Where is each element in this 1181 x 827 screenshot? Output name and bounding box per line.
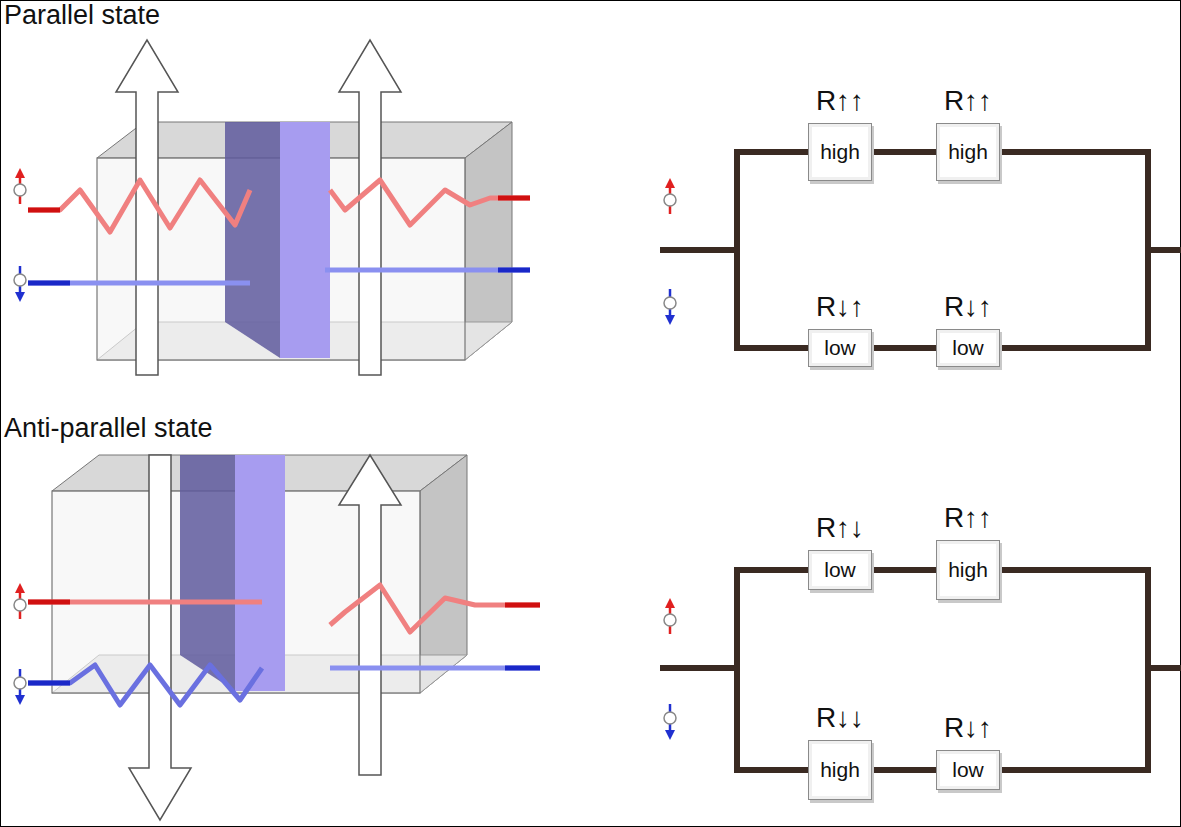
resistor-node: R↓↑ low — [808, 293, 872, 367]
state-heading: Parallel state — [4, 0, 160, 31]
resistor-box: low — [936, 750, 1000, 790]
resistance-label: R↑↓ — [816, 514, 864, 542]
resistance-label: R↓↑ — [944, 714, 992, 742]
resistance-label: R↑↑ — [944, 87, 992, 115]
series-wire — [872, 767, 936, 773]
resistor-node: R↓↑ low — [936, 293, 1000, 367]
state-heading: Anti-parallel state — [4, 413, 213, 444]
resistance-value: low — [824, 558, 856, 582]
resistor-box: high — [808, 740, 872, 800]
resistance-value: high — [948, 558, 988, 582]
resistance-value: high — [820, 140, 860, 164]
resistance-label: R↓↑ — [944, 293, 992, 321]
resistor-box: high — [936, 540, 1000, 600]
resistor-node: R↑↓ low — [808, 514, 872, 590]
resistor-box: high — [936, 123, 1000, 181]
resistance-value: high — [820, 758, 860, 782]
resistance-value: high — [948, 140, 988, 164]
resistor-box: low — [808, 550, 872, 590]
resistance-label: R↑↑ — [944, 504, 992, 532]
resistance-label: R↓↓ — [816, 704, 864, 732]
series-wire — [872, 345, 936, 351]
series-wire — [872, 149, 936, 155]
resistor-node: R↓↓ high — [808, 704, 872, 800]
resistance-value: low — [952, 758, 984, 782]
resistor-box: low — [936, 329, 1000, 367]
resistor-node: R↑↑ high — [936, 87, 1000, 181]
resistor-node: R↑↑ high — [808, 87, 872, 181]
resistance-label: R↓↑ — [816, 293, 864, 321]
resistance-label: R↑↑ — [816, 87, 864, 115]
resistor-box: high — [808, 123, 872, 181]
resistor-box: low — [808, 329, 872, 367]
resistor-node: R↓↑ low — [936, 714, 1000, 790]
series-wire — [872, 567, 936, 573]
resistance-value: low — [952, 336, 984, 360]
resistance-value: low — [824, 336, 856, 360]
resistor-node: R↑↑ high — [936, 504, 1000, 600]
